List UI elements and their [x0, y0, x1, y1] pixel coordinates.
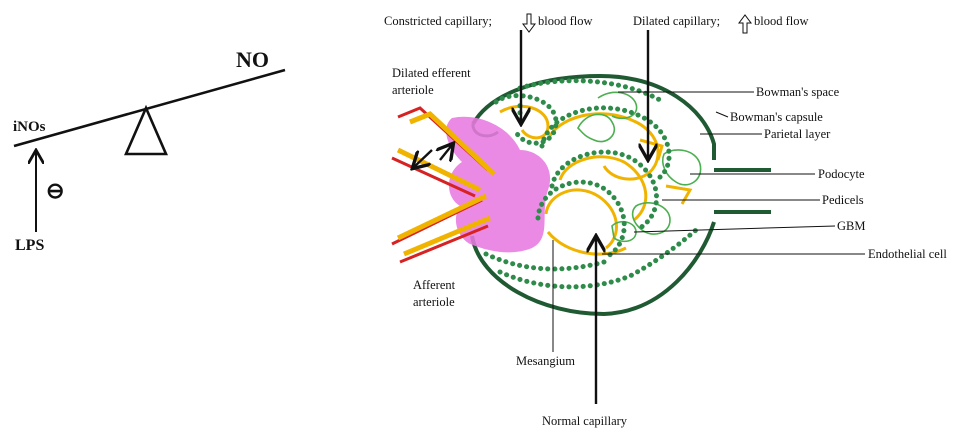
lps-label: LPS — [15, 237, 44, 254]
seesaw-beam — [14, 70, 285, 146]
dilated-up-icon — [739, 15, 751, 33]
label-dilated: Dilated capillary; — [633, 14, 720, 28]
label-bowmans-space: Bowman's space — [756, 85, 840, 99]
seesaw-fulcrum — [126, 108, 166, 154]
inhibit-symbol: ⊖ — [46, 178, 64, 203]
label-parietal-layer: Parietal layer — [764, 127, 831, 141]
label-constricted-tail: blood flow — [538, 14, 593, 28]
label-pedicels: Pedicels — [822, 193, 864, 207]
label-constricted: Constricted capillary; — [384, 14, 492, 28]
label-endothelial: Endothelial cell — [868, 247, 947, 261]
seesaw-panel: NO iNOs ⊖ LPS — [13, 47, 285, 254]
constricted-down-icon — [523, 14, 535, 32]
label-efferent-2: arteriole — [392, 83, 434, 97]
label-afferent-1: Afferent — [413, 278, 456, 292]
label-efferent-1: Dilated efferent — [392, 66, 471, 80]
efferent-dilate-arrow-up — [440, 145, 452, 160]
label-mesangium: Mesangium — [516, 354, 575, 368]
label-bowmans-capsule: Bowman's capsule — [730, 110, 823, 124]
no-label: NO — [236, 47, 269, 72]
label-normal-capillary: Normal capillary — [542, 414, 628, 428]
label-podocyte: Podocyte — [818, 167, 865, 181]
label-afferent-2: arteriole — [413, 295, 455, 309]
inos-label: iNOs — [13, 119, 46, 135]
label-gbm: GBM — [837, 219, 865, 233]
label-dilated-tail: blood flow — [754, 14, 809, 28]
